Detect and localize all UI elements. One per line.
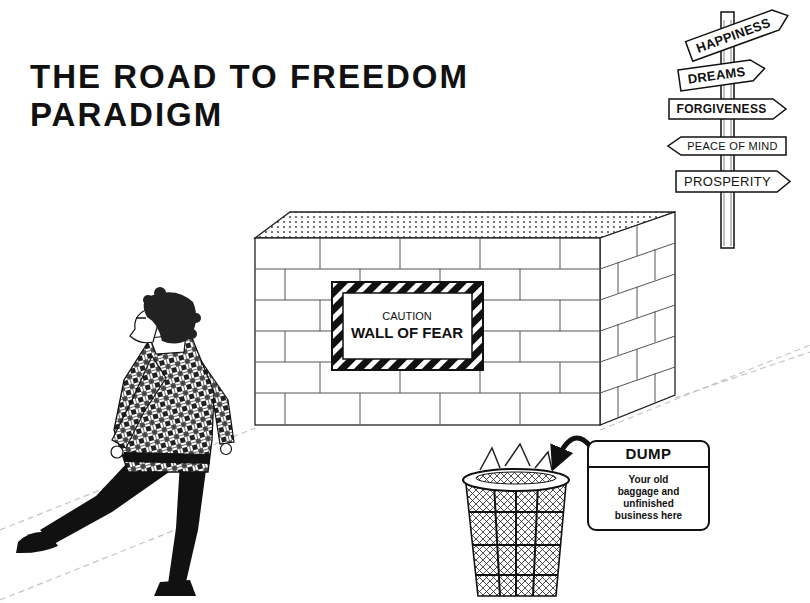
node-content: PEACE OF MIND — [687, 140, 778, 152]
signpost-sign: PROSPERITY — [675, 170, 791, 193]
woman-curls — [143, 287, 201, 339]
hair-curl — [143, 295, 153, 305]
hair-curl — [191, 313, 201, 323]
node-content: DUMP Your old baggage and unfinished busi… — [589, 442, 708, 522]
sign-board — [685, 5, 791, 61]
sign-board — [668, 137, 786, 155]
signpost-sign: FORGIVENESS — [668, 98, 787, 120]
woman-glasses — [136, 317, 146, 319]
hair-curl — [154, 287, 166, 299]
wall-bricks — [255, 238, 600, 425]
woman-back-leg — [168, 462, 206, 584]
trash-rubbish — [480, 444, 552, 470]
dump-note: Your old baggage and unfinished business… — [610, 474, 688, 522]
sign-text: PROSPERITY — [684, 174, 771, 189]
trash-can-rubbish — [476, 472, 556, 484]
woman-hair — [144, 292, 197, 343]
wall-side — [600, 212, 675, 425]
sign-text: PEACE OF MIND — [687, 140, 778, 152]
signpost-grain — [724, 20, 731, 246]
woman-front-arm — [112, 356, 166, 448]
node-content: FORGIVENESS — [677, 102, 767, 116]
road-line — [675, 352, 810, 398]
trash-can-body — [466, 484, 566, 596]
woman-back-shoe — [154, 580, 196, 596]
dump-sign: DUMP Your old baggage and unfinished busi… — [587, 440, 710, 531]
signpost-sign: HAPPINESS — [684, 4, 792, 62]
trash-can-lid — [463, 469, 569, 491]
caution-heading: CAUTION — [351, 310, 463, 323]
caution-sign: CAUTIONWALL OF FEAR — [332, 282, 483, 370]
signpost-sign: PEACE OF MIND — [667, 136, 787, 156]
hazard-border — [332, 282, 483, 370]
sign-text: FORGIVENESS — [677, 102, 767, 116]
diagram-title: THE ROAD TO FREEDOM PARADIGM — [30, 58, 530, 134]
hair-curl — [187, 329, 197, 339]
woman-belt — [124, 452, 210, 464]
woman-hand — [221, 444, 232, 455]
woman-hand — [111, 446, 123, 458]
trash-can-bands — [469, 484, 563, 596]
sign-board — [669, 99, 786, 119]
wall-side-bricks — [600, 225, 675, 418]
node-content: CAUTIONWALL OF FEAR — [351, 310, 463, 341]
sign-board — [676, 171, 790, 192]
node-content: PROSPERITY — [684, 174, 771, 189]
caution-panel — [343, 293, 472, 359]
woman-front-leg — [40, 462, 172, 544]
sign-board — [678, 58, 766, 91]
dump-arrow — [556, 438, 590, 462]
caution-text: WALL OF FEAR — [351, 324, 463, 342]
wall-front — [255, 238, 600, 425]
road-line — [0, 520, 200, 600]
woman-front-shoe — [16, 532, 58, 553]
running-woman — [16, 287, 234, 596]
dump-heading: DUMP — [589, 442, 708, 468]
